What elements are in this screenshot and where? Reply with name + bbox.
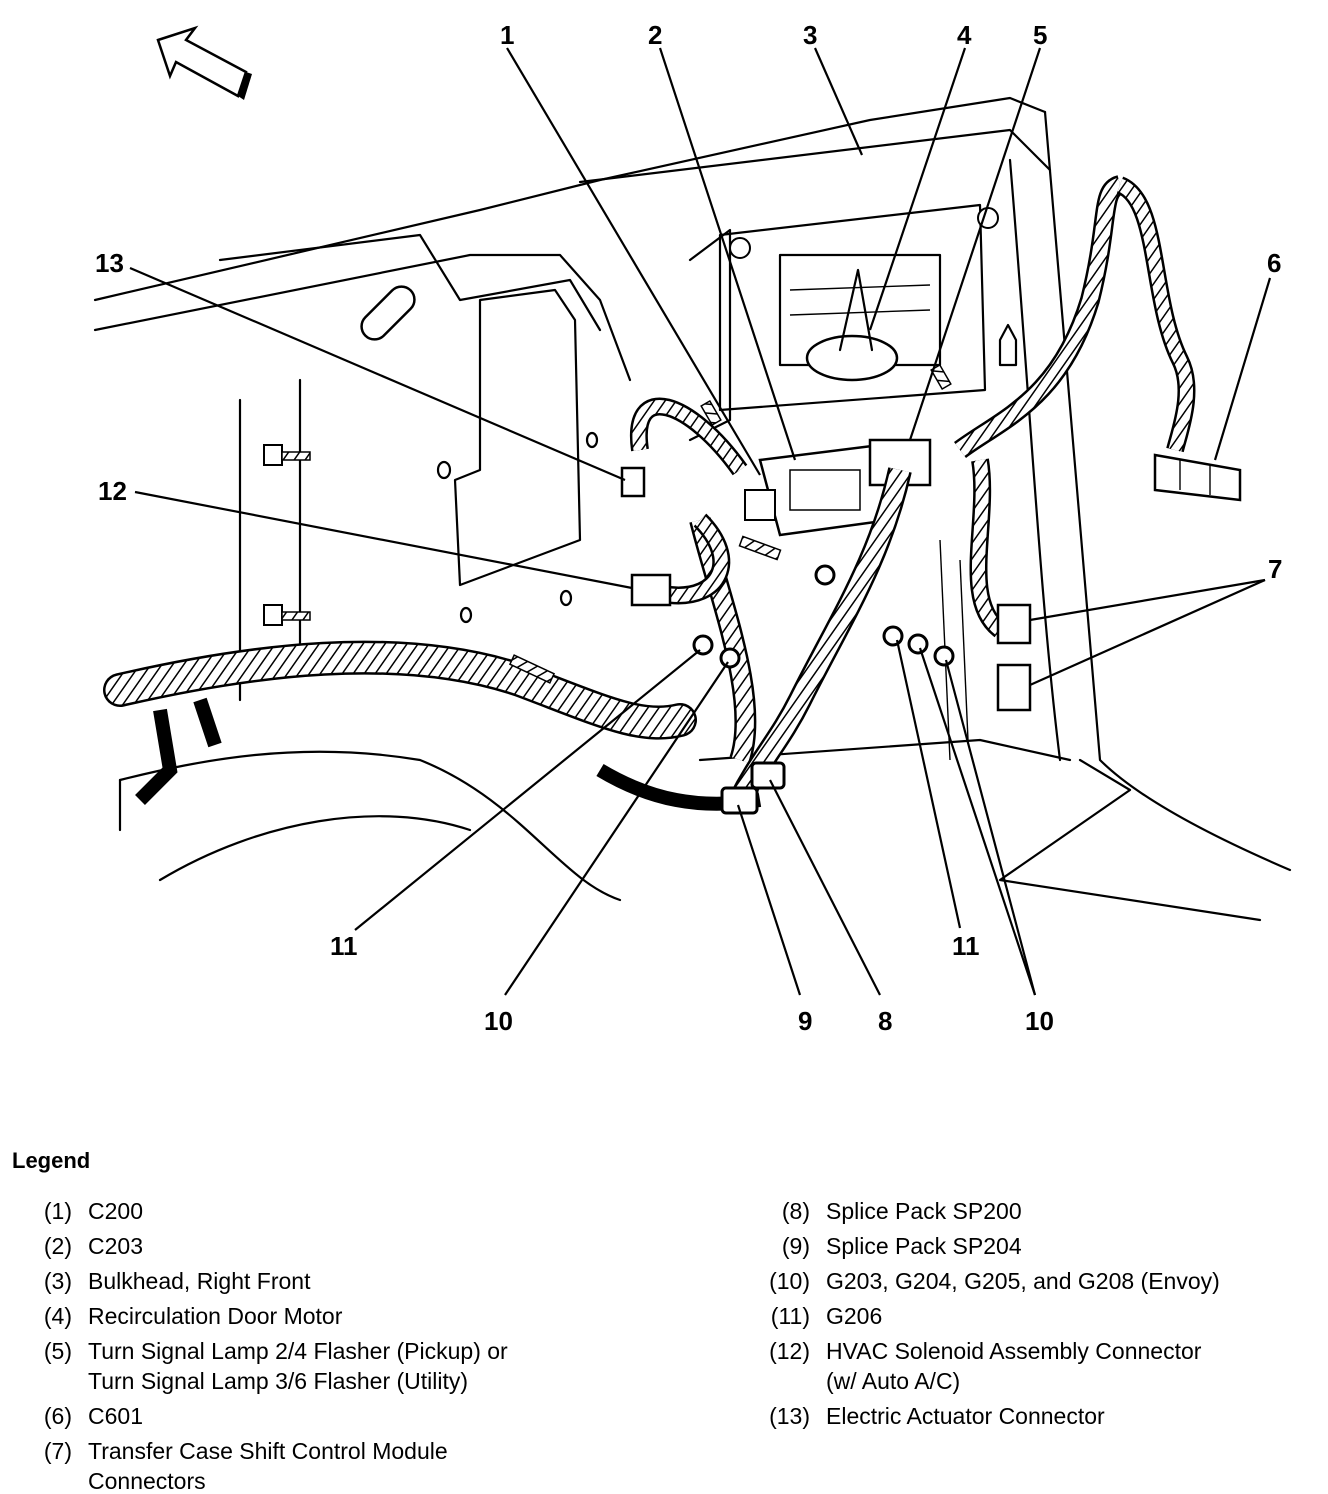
legend-label: Transfer Case Shift Control Module Conne… xyxy=(88,1438,448,1494)
callout-5: 5 xyxy=(1033,20,1047,50)
connector-hvac-solenoid xyxy=(630,573,672,607)
legend-item: (6) C601 xyxy=(20,1401,660,1431)
callout-11-left: 11 xyxy=(330,931,358,961)
hvac-module xyxy=(688,203,1018,442)
legend-item: (13) Electric Actuator Connector xyxy=(748,1401,1318,1431)
legend-number: (10) xyxy=(769,1268,810,1294)
legend-item: (3) Bulkhead, Right Front xyxy=(20,1266,660,1296)
callout-7: 7 xyxy=(1268,554,1282,584)
connector-tcsm xyxy=(996,603,1032,712)
legend-label: C601 xyxy=(88,1403,143,1429)
legend-number: (12) xyxy=(769,1338,810,1364)
legend-item: (2) C203 xyxy=(20,1231,660,1261)
direction-arrow-icon xyxy=(156,25,252,100)
legend-label: G203, G204, G205, and G208 (Envoy) xyxy=(826,1268,1220,1294)
legend-item: (4) Recirculation Door Motor xyxy=(20,1301,660,1331)
legend-number: (2) xyxy=(43,1233,72,1259)
legend-label: Splice Pack SP204 xyxy=(826,1233,1022,1259)
legend-item: (5) Turn Signal Lamp 2/4 Flasher (Pickup)… xyxy=(20,1336,660,1396)
legend-item: (12) HVAC Solenoid Assembly Connector (w/… xyxy=(748,1336,1318,1396)
legend-left-column: (1) C200 (2) C203 (3) Bulkhead, Right Front… xyxy=(20,1196,660,1494)
callout-3: 3 xyxy=(803,20,817,50)
legend-item: (9) Splice Pack SP204 xyxy=(748,1231,1318,1261)
callout-10-left: 10 xyxy=(484,1006,513,1036)
connector-c601 xyxy=(1153,453,1242,502)
callout-1: 1 xyxy=(500,20,514,50)
callout-9: 9 xyxy=(798,1006,812,1036)
legend-number: (7) xyxy=(43,1438,72,1464)
leader-lines xyxy=(129,47,1272,996)
legend-number: (8) xyxy=(781,1198,810,1224)
legend-label: Turn Signal Lamp 2/4 Flasher (Pickup) or… xyxy=(88,1338,508,1394)
callout-11-right: 11 xyxy=(952,931,980,961)
legend-number: (5) xyxy=(43,1338,72,1364)
legend-number: (4) xyxy=(43,1303,72,1329)
legend-label: C200 xyxy=(88,1198,143,1224)
access-panel xyxy=(360,285,599,624)
legend-item: (11) G206 xyxy=(748,1301,1318,1331)
legend-number: (13) xyxy=(769,1403,810,1429)
callout-4: 4 xyxy=(957,20,972,50)
legend-label: Recirculation Door Motor xyxy=(88,1303,343,1329)
legend-label: G206 xyxy=(826,1303,883,1329)
legend-number: (3) xyxy=(43,1268,72,1294)
legend-number: (9) xyxy=(781,1233,810,1259)
legend-item: (8) Splice Pack SP200 xyxy=(748,1196,1318,1226)
legend-label: Splice Pack SP200 xyxy=(826,1198,1022,1224)
legend-number: (1) xyxy=(43,1198,72,1224)
legend-right-column: (8) Splice Pack SP200 (9) Splice Pack SP20… xyxy=(748,1196,1318,1436)
legend-item: (7) Transfer Case Shift Control Module Co… xyxy=(20,1436,660,1494)
legend-number: (11) xyxy=(770,1303,810,1329)
callout-13: 13 xyxy=(95,248,124,278)
legend-label: Bulkhead, Right Front xyxy=(88,1268,311,1294)
wiring-illustration: 1 2 3 4 5 6 7 13 12 11 11 10 10 9 8 xyxy=(93,20,1292,1036)
callout-12: 12 xyxy=(98,476,127,506)
callout-10-right: 10 xyxy=(1025,1006,1054,1036)
legend-item: (10) G203, G204, G205, and G208 (Envoy) xyxy=(748,1266,1318,1296)
legend-label: C203 xyxy=(88,1233,143,1259)
callout-2: 2 xyxy=(648,20,662,50)
spring-icon xyxy=(508,363,952,684)
legend-label: Electric Actuator Connector xyxy=(826,1403,1105,1429)
legend-number: (6) xyxy=(43,1403,72,1429)
callout-8: 8 xyxy=(878,1006,892,1036)
bolt-icon xyxy=(263,444,311,626)
connector-electric-actuator xyxy=(620,466,646,498)
callout-6: 6 xyxy=(1267,248,1281,278)
ground-terminal-icon xyxy=(692,564,955,669)
legend-title: Legend xyxy=(12,1148,91,1173)
legend-item: (1) C200 xyxy=(20,1196,660,1226)
wiring-harness xyxy=(103,175,1196,811)
legend-label: HVAC Solenoid Assembly Connector (w/ Aut… xyxy=(826,1338,1202,1394)
